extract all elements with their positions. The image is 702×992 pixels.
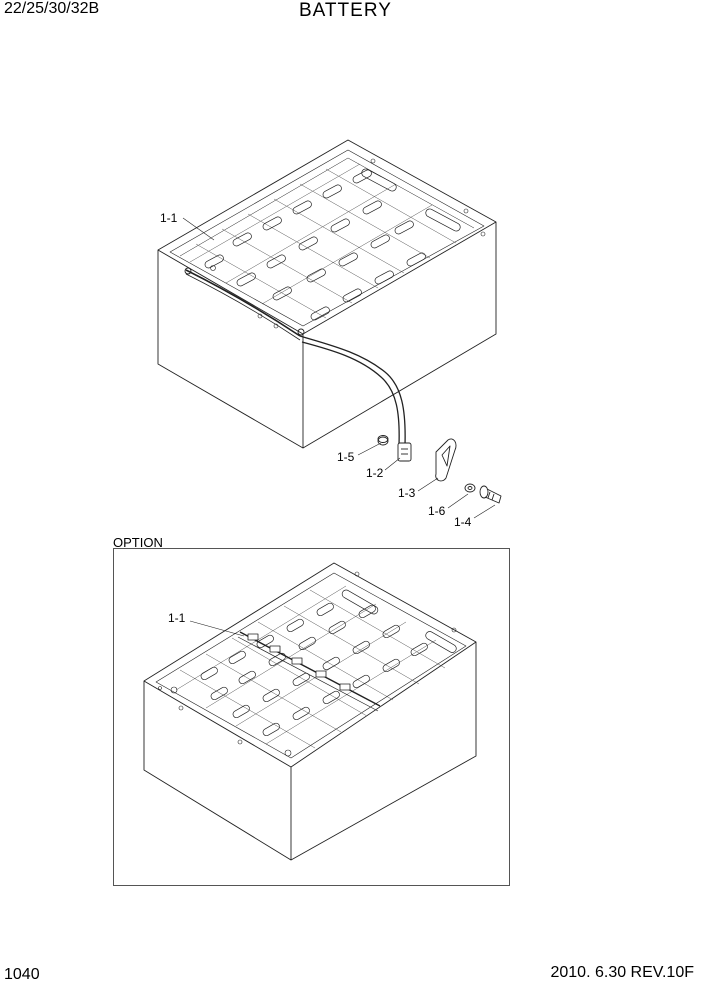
callout-1-3: 1-3: [398, 486, 416, 500]
callout-labels: 1-1 1-5 1-2 1-3 1-6 1-4 1-1: [160, 211, 472, 625]
page-number: 1040: [4, 966, 40, 983]
washer-part: [464, 483, 476, 493]
option-battery-assembly: [143, 562, 477, 861]
callout-1-6: 1-6: [428, 504, 446, 518]
callout-1-4: 1-4: [454, 515, 472, 529]
option-callout-1-1: 1-1: [168, 611, 186, 625]
callout-1-1: 1-1: [160, 211, 178, 225]
bolt-part: [479, 485, 502, 504]
option-frame: [113, 548, 510, 886]
revision-date: 2010. 6.30 REV.10F: [550, 964, 694, 981]
handle-part: [435, 438, 457, 482]
battery-cable: [299, 335, 412, 462]
leader-lines: [182, 217, 496, 519]
callout-1-2: 1-2: [366, 466, 384, 480]
page-title: BATTERY: [299, 0, 392, 21]
callout-1-5: 1-5: [337, 450, 355, 464]
option-label: OPTION: [113, 535, 163, 550]
battery-assembly: [157, 139, 497, 449]
model-code: 22/25/30/32B: [4, 0, 100, 17]
option-leader-line: [189, 620, 245, 637]
